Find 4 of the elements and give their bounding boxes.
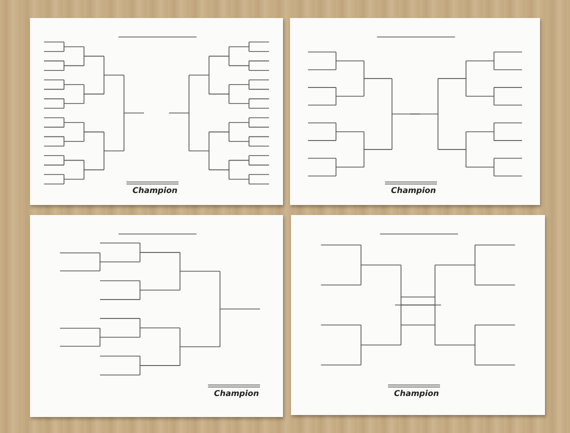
champion-label: Champion [391, 186, 436, 195]
champion-label: Champion [214, 389, 259, 398]
champion-label: Champion [394, 389, 439, 398]
champion-label: Champion [132, 186, 178, 195]
